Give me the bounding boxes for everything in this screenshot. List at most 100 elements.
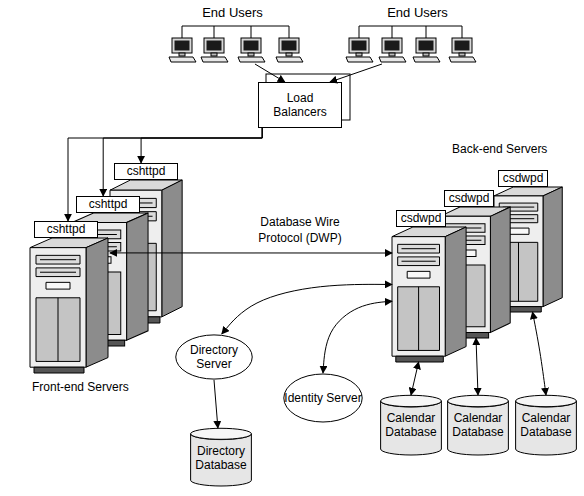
- text-holder: Calendar Database: [447, 411, 509, 439]
- node-text: csdwpd: [499, 171, 547, 185]
- connector-arrow: [103, 128, 262, 196]
- text-holder: Calendar Database: [515, 411, 577, 439]
- connector-arrow: [214, 380, 218, 428]
- node-text: Directory Database: [190, 444, 252, 472]
- drive-bay: [398, 257, 440, 266]
- node-text: Load Balancers: [269, 91, 331, 119]
- drive-slot: [402, 248, 436, 249]
- cylinder-top: [516, 395, 577, 406]
- computer-symbol: [413, 38, 440, 62]
- text-holder: Identity Server: [283, 391, 363, 405]
- connector-arrow: [255, 64, 285, 82]
- computer-symbol: [201, 38, 228, 62]
- process-box: Load Balancers: [258, 82, 342, 128]
- connector-label: Database Wire Protocol (DWP): [240, 214, 360, 246]
- user-group: End Users: [160, 2, 305, 64]
- cylinder-body: [448, 401, 509, 455]
- user-bus-lines: [182, 26, 462, 38]
- database-cylinder: Calendar Database: [447, 395, 509, 455]
- server-illustration: [392, 227, 468, 362]
- cylinder-top: [381, 395, 442, 406]
- process-label-box: cshttpd: [114, 163, 178, 180]
- computer-symbol: [379, 38, 406, 62]
- group-label: Back-end Servers: [452, 142, 547, 156]
- connector-arrow: [68, 128, 262, 221]
- tower-side: [86, 238, 108, 367]
- ellipse-outline: [176, 335, 252, 379]
- connector-arrow: [323, 301, 392, 373]
- floppy-drive: [407, 271, 430, 278]
- text-holder: End Users: [160, 6, 305, 20]
- connector-arrow: [222, 284, 392, 334]
- node-text: csdwpd: [445, 191, 493, 205]
- cylinder-top: [191, 428, 252, 439]
- group-label: Front-end Servers: [32, 380, 129, 394]
- node-text: cshttpd: [35, 222, 97, 236]
- drive-bay: [36, 255, 80, 264]
- tower-side: [162, 180, 182, 317]
- computer-symbol: [449, 38, 476, 62]
- tower-front: [30, 248, 86, 368]
- floppy-drive: [46, 282, 70, 289]
- database-cylinder: Directory Database: [190, 428, 252, 486]
- process-label-box: csdwpd: [396, 210, 446, 227]
- tower-panel: [36, 298, 80, 362]
- drive-bay: [36, 268, 80, 277]
- computer-symbol: [238, 38, 265, 62]
- computer-symbol: [346, 38, 373, 62]
- text-holder: Directory Database: [190, 444, 252, 472]
- node-text: cshttpd: [77, 197, 139, 211]
- process-label-box: cshttpd: [34, 221, 98, 238]
- node-text: Calendar Database: [515, 411, 577, 439]
- cylinder-body: [191, 434, 252, 486]
- node-text: cshttpd: [115, 164, 177, 178]
- panel-seam: [518, 242, 519, 301]
- connector-arrow: [411, 362, 419, 395]
- database-cylinder: Calendar Database: [515, 395, 577, 455]
- tower-side: [543, 187, 562, 307]
- text-holder: Calendar Database: [380, 411, 442, 439]
- tower-foot: [34, 367, 84, 373]
- ellipse-outline: [284, 374, 362, 422]
- cylinder-top: [448, 395, 509, 406]
- server-ellipse: Directory Server: [175, 334, 253, 380]
- tower-foot: [396, 356, 444, 362]
- bus-line: [359, 26, 462, 38]
- cylinder-body: [381, 401, 442, 455]
- tower-front: [392, 237, 445, 357]
- connector-arrow: [476, 338, 478, 395]
- drive-slot: [40, 272, 76, 273]
- server-illustration: [30, 238, 110, 373]
- node-text: csdwpd: [397, 211, 445, 225]
- drive-slot: [40, 259, 76, 260]
- text-holder: Directory Server: [175, 343, 253, 371]
- computer-symbol: [276, 38, 303, 62]
- tower-side: [445, 227, 466, 356]
- connector-arrow: [110, 252, 392, 253]
- tower-panel: [398, 287, 440, 351]
- node-text: End Users: [345, 6, 490, 20]
- server-tower: cshttpd: [30, 221, 110, 373]
- process-label-box: cshttpd: [76, 196, 140, 213]
- text-holder: End Users: [345, 6, 490, 20]
- tower-side: [127, 213, 148, 340]
- connector-arrow: [533, 312, 547, 395]
- node-text: Directory Server: [175, 343, 253, 371]
- text-holder: Load Balancers: [269, 91, 331, 119]
- drive-bay: [398, 244, 440, 253]
- computer-symbol: [169, 38, 196, 62]
- tower-side: [490, 207, 510, 332]
- process-label-box: csdwpd: [444, 190, 494, 207]
- connector-arrow: [141, 128, 262, 163]
- node-text: Calendar Database: [447, 411, 509, 439]
- drive-slot: [402, 261, 436, 262]
- user-group: End Users: [345, 2, 490, 64]
- node-text: Calendar Database: [380, 411, 442, 439]
- cylinder-body: [516, 401, 577, 455]
- node-text: End Users: [160, 6, 305, 20]
- database-cylinder: Calendar Database: [380, 395, 442, 455]
